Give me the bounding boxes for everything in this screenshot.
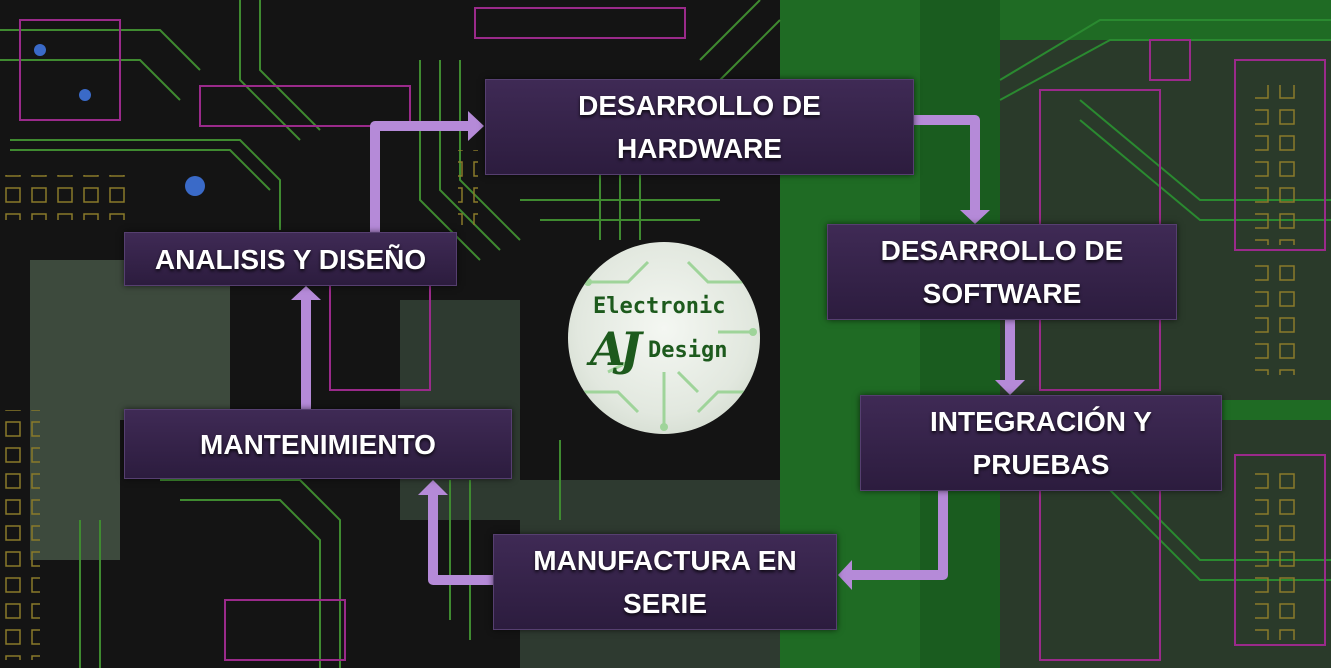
step-manufacturing-line1: MANUFACTURA EN <box>533 545 797 576</box>
step-maintenance-label: MANTENIMIENTO <box>200 428 436 460</box>
step-integration-line1: INTEGRACIÓN Y <box>930 406 1152 437</box>
step-hardware-line2: HARDWARE <box>617 133 782 164</box>
step-software-line1: DESARROLLO DE <box>880 235 1124 266</box>
step-analysis: ANALISIS Y DISEÑO <box>124 232 457 286</box>
step-manufacturing-line2: SERIE <box>622 588 708 619</box>
logo-line1: Electronic <box>593 294 726 319</box>
step-analysis-label: ANALISIS Y DISEÑO <box>154 243 427 275</box>
step-manufacturing: MANUFACTURA EN SERIE <box>493 534 837 630</box>
logo-circuit-traces <box>574 260 757 431</box>
step-software: DESARROLLO DE SOFTWARE <box>827 224 1177 320</box>
step-integration: INTEGRACIÓN Y PRUEBAS <box>860 395 1222 491</box>
logo-monogram: AJ <box>590 322 642 376</box>
step-integration-line2: PRUEBAS <box>972 449 1110 480</box>
step-software-line2: SOFTWARE <box>922 278 1082 309</box>
logo-line2: Design <box>648 338 728 363</box>
company-logo: Electronic AJ Design <box>568 242 760 434</box>
step-hardware: DESARROLLO DE HARDWARE <box>485 79 914 175</box>
step-hardware-line1: DESARROLLO DE <box>578 90 821 121</box>
step-maintenance: MANTENIMIENTO <box>124 409 512 479</box>
